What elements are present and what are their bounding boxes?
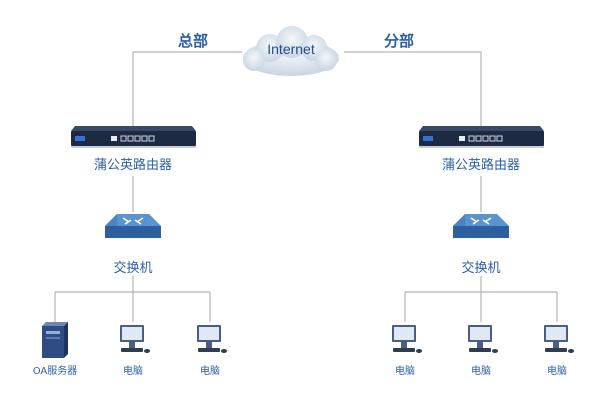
oa-server [40, 322, 70, 360]
branch-site-label: 分部 [383, 32, 415, 50]
hq-device-label-2: 电脑 [123, 366, 143, 377]
internet-label: Internet [267, 41, 315, 57]
link-cloud-hq [132, 51, 242, 126]
branch-router [419, 126, 544, 148]
branch-pc-3 [541, 324, 575, 358]
switch-icon [105, 214, 161, 238]
server-icon [42, 322, 68, 358]
branch-pc-1 [389, 324, 423, 358]
switch-icon [453, 214, 509, 238]
hq-device-label-1: OA服务器 [32, 366, 78, 377]
hq-pc-2 [194, 324, 228, 358]
branch-router-label: 蒲公英路由器 [441, 158, 521, 173]
branch-device-label-1: 电脑 [395, 366, 415, 377]
computer-icon [544, 325, 574, 353]
internet-cloud: Internet [236, 24, 346, 82]
branch-switch [451, 212, 511, 248]
computer-icon [468, 325, 498, 353]
branch-device-label-3: 电脑 [547, 366, 567, 377]
hq-router-label: 蒲公英路由器 [93, 158, 173, 173]
computer-icon [197, 325, 227, 353]
link-cloud-branch [344, 51, 482, 126]
hq-switch-label: 交换机 [113, 261, 153, 276]
router-icon [419, 126, 544, 148]
cloud-icon [243, 26, 339, 76]
branch-device-label-2: 电脑 [471, 366, 491, 377]
router-icon [71, 126, 196, 148]
branch-switch-label: 交换机 [461, 261, 501, 276]
hq-device-label-3: 电脑 [200, 366, 220, 377]
computer-icon [120, 325, 150, 353]
hq-pc-1 [117, 324, 151, 358]
hq-switch [103, 212, 163, 248]
computer-icon [392, 325, 422, 353]
hq-router [71, 126, 196, 148]
branch-pc-2 [465, 324, 499, 358]
hq-site-label: 总部 [177, 32, 209, 50]
